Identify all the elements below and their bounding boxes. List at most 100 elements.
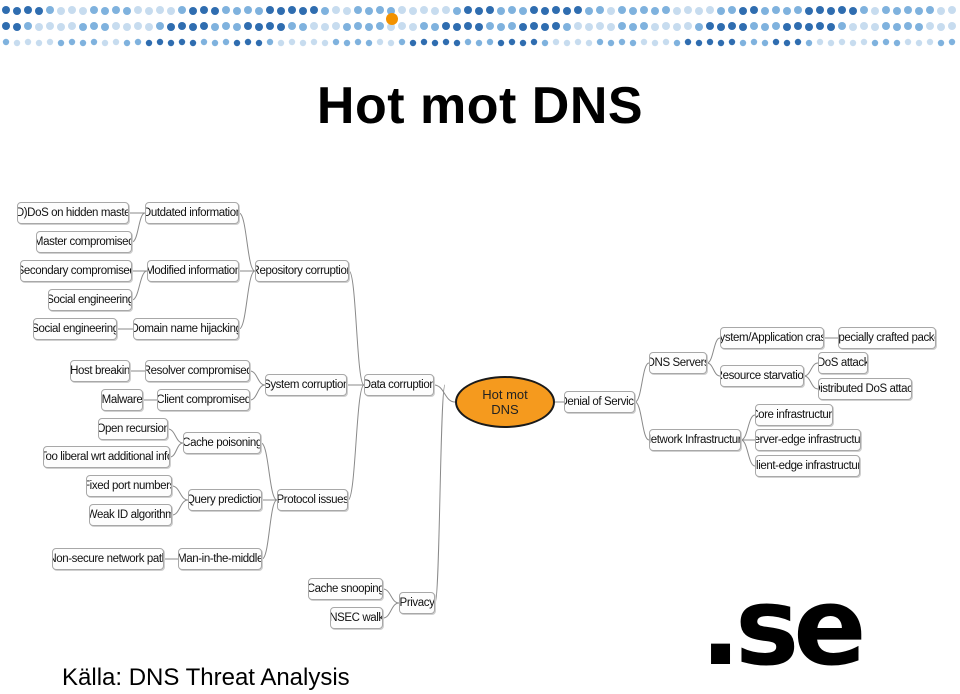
header-dot <box>629 23 637 31</box>
header-dot <box>717 23 725 31</box>
header-dot <box>684 22 692 30</box>
header-dot <box>750 22 758 30</box>
header-dot <box>266 38 274 46</box>
se-logo: .se <box>700 565 868 680</box>
connector-line <box>261 499 278 560</box>
node-malware: Malware <box>101 389 143 411</box>
header-dot <box>13 7 21 15</box>
header-dot <box>365 39 373 47</box>
header-dot <box>673 7 681 15</box>
header-dot <box>618 38 626 46</box>
node-secondary-compromised: Secondary compromised <box>20 260 132 282</box>
header-dot <box>354 6 362 14</box>
header-dot <box>244 22 252 30</box>
header-dot <box>607 39 615 47</box>
node-modified-information: Modified information <box>147 260 239 282</box>
header-dot <box>222 6 230 14</box>
header-dot <box>904 6 912 14</box>
header-dot <box>266 6 274 14</box>
header-dot <box>244 38 252 46</box>
header-dot <box>882 38 890 46</box>
header-dot <box>783 7 791 15</box>
header-dot <box>442 38 450 46</box>
header-dot <box>24 22 32 30</box>
header-dot <box>409 39 417 47</box>
connector-line <box>131 270 148 301</box>
header-dot <box>310 6 318 14</box>
header-dot <box>332 38 340 46</box>
connector-line <box>131 212 146 243</box>
header-dot <box>13 23 21 31</box>
header-dot <box>849 7 857 15</box>
header-dot <box>68 22 76 30</box>
connector-line <box>434 384 446 604</box>
header-dot <box>409 7 417 15</box>
header-dot <box>420 38 428 46</box>
header-dot <box>904 38 912 46</box>
header-dot <box>816 38 824 46</box>
header-dot <box>640 6 648 14</box>
node-distributed-dos-attack: Distributed DoS attack <box>818 378 912 400</box>
header-dot <box>717 39 725 47</box>
header-dot <box>200 22 208 30</box>
header-dot <box>365 7 373 15</box>
header-dot <box>596 6 604 14</box>
header-dot <box>673 39 681 47</box>
header-dot <box>134 22 142 30</box>
connector-line <box>803 375 819 390</box>
header-dot <box>233 23 241 31</box>
header-dot <box>222 22 230 30</box>
header-dot <box>772 22 780 30</box>
header-dot <box>541 7 549 15</box>
header-dot <box>937 23 945 31</box>
header-dot <box>508 22 516 30</box>
node-cache-snooping: Cache snooping <box>308 578 383 600</box>
header-dot <box>882 22 890 30</box>
header-dot <box>717 7 725 15</box>
header-dot <box>46 38 54 46</box>
header-dot <box>871 7 879 15</box>
header-dot <box>497 23 505 31</box>
header-dot <box>640 38 648 46</box>
node-denial-of-service: Denial of Service <box>564 391 635 413</box>
header-dot <box>112 22 120 30</box>
header-dot <box>211 23 219 31</box>
header-dot <box>574 38 582 46</box>
connector-line <box>167 428 184 444</box>
header-dot <box>915 23 923 31</box>
connector-line <box>249 370 266 386</box>
node-system-application-crash: System/Application crash <box>720 327 824 349</box>
header-dot <box>838 22 846 30</box>
header-dot <box>860 22 868 30</box>
header-dot <box>563 23 571 31</box>
header-dot <box>838 38 846 46</box>
header-dot <box>640 22 648 30</box>
header-dot <box>695 7 703 15</box>
node-outdated-information: Outdated information <box>145 202 239 224</box>
header-dot <box>123 7 131 15</box>
header-dot <box>519 7 527 15</box>
header-dot <box>464 6 472 14</box>
header-dot <box>783 39 791 47</box>
header-dot <box>57 7 65 15</box>
header-dot <box>893 7 901 15</box>
header-dot <box>651 7 659 15</box>
header-dot <box>629 39 637 47</box>
header-dot <box>849 39 857 47</box>
header-dot <box>211 7 219 15</box>
connector-line <box>249 384 266 401</box>
header-dot <box>310 22 318 30</box>
header-dot <box>57 39 65 47</box>
header-dot <box>365 23 373 31</box>
center-node: Hot mot DNS <box>455 376 555 428</box>
node-open-recursion: Open recursion <box>98 418 168 440</box>
header-dot <box>552 6 560 14</box>
center-label-line2: DNS <box>491 402 519 417</box>
header-dot <box>156 22 164 30</box>
header-dot <box>948 38 956 46</box>
node-system-corruption: System corruption <box>265 374 347 396</box>
node-master-compromised: Master compromised <box>36 231 132 253</box>
header-dot <box>409 23 417 31</box>
header-dot <box>200 38 208 46</box>
header-dot <box>178 6 186 14</box>
